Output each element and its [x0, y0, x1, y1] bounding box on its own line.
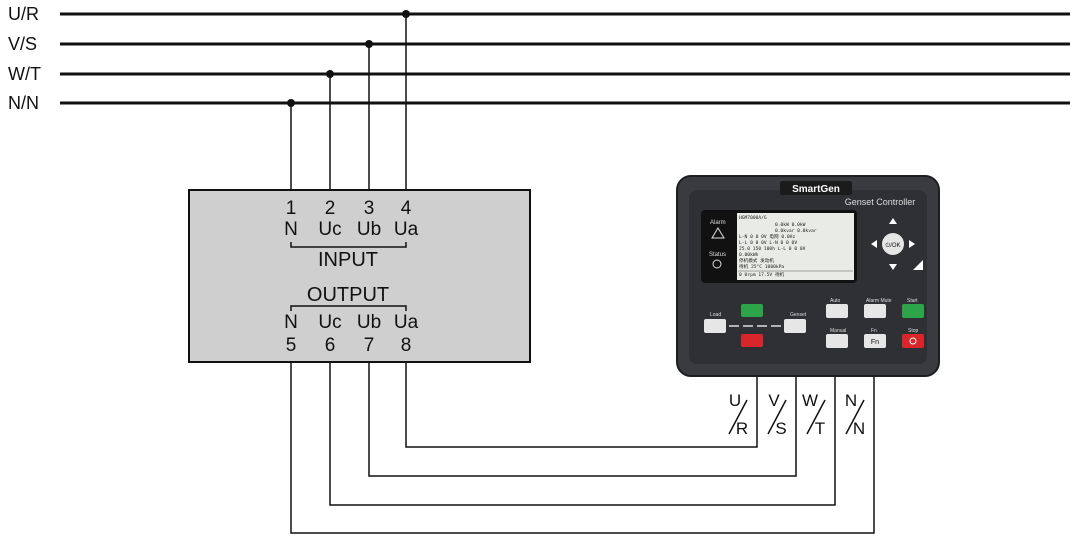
stop-icon [909, 337, 917, 345]
input-name-ua: Ua [394, 219, 419, 240]
pin-6: 6 [325, 335, 336, 356]
terminal-labels: U R V S W T N N [728, 391, 865, 438]
svg-text:N: N [853, 419, 865, 438]
svg-text:U: U [729, 391, 741, 410]
auto-label: Auto [830, 298, 841, 304]
terminal-vs: V S [767, 391, 787, 438]
svg-text:0.00kWh: 0.00kWh [739, 252, 759, 258]
status-label: Status [709, 252, 726, 258]
start-label: Start [907, 298, 918, 304]
terminal-nn: N N [845, 391, 865, 438]
bus-label-wt: W/T [8, 64, 41, 84]
bus-label-vs: V/S [8, 34, 37, 54]
input-bracket [290, 242, 407, 248]
output-name-ua: Ua [394, 312, 419, 333]
arrow-up-icon[interactable] [889, 218, 897, 224]
module-input-pins: 1 2 3 4 N Uc Ub Ua [284, 198, 418, 240]
input-name-uc: Uc [318, 219, 341, 240]
nav-keypad[interactable]: ⏻/OK [871, 218, 923, 270]
module-output-pins: N Uc Ub Ua 5 6 7 8 [284, 312, 418, 356]
load-button[interactable] [704, 319, 726, 333]
stop-button[interactable] [902, 334, 924, 348]
svg-text:N: N [845, 391, 857, 410]
terminal-wt: W T [802, 391, 826, 438]
genset-label: Genset [790, 312, 807, 318]
svg-text:25.0 150 100h L-L 0 0 0: 25.0 150 100h L-L 0 0 0V [739, 246, 806, 252]
svg-text:T: T [815, 419, 825, 438]
genset-button[interactable] [784, 319, 806, 333]
fn-key-label: Fn [871, 339, 879, 346]
auto-button[interactable] [826, 304, 848, 318]
svg-text:0.0kW 0.0kW: 0.0kW 0.0kW [775, 222, 806, 228]
output-name-uc: Uc [318, 312, 341, 333]
svg-text:V: V [768, 391, 780, 410]
manual-button[interactable] [826, 334, 848, 348]
manual-label: Manual [830, 328, 846, 334]
output-name-n: N [284, 312, 298, 333]
fn-label: Fn [871, 328, 877, 334]
lcd-lines: HGM7000A/G 0.0kW 0.0kW 0.0kvar 0.0kvar L… [739, 215, 817, 278]
open-breaker-button[interactable] [741, 334, 763, 347]
brand-plate [780, 181, 852, 195]
input-label: INPUT [318, 249, 378, 271]
pin-8: 8 [401, 335, 412, 356]
junction-dot-n [287, 99, 295, 107]
bus-lines [60, 12, 1070, 105]
module-box [188, 189, 531, 363]
pin-1: 1 [286, 198, 297, 219]
svg-text:L-N 0 0 0V 电网 0.0Hz: L-N 0 0 0V 电网 0.0Hz [739, 233, 795, 240]
pin-5: 5 [286, 335, 297, 356]
svg-text:R: R [736, 419, 748, 438]
output-label: OUTPUT [307, 284, 389, 306]
input-name-n: N [284, 219, 298, 240]
alarm-mute-label: Alarm Mute [866, 298, 892, 304]
svg-text:W: W [802, 391, 818, 410]
brand-logo: SmartGen [792, 184, 840, 195]
status-refresh-icon [712, 259, 722, 269]
svg-text:待机 25°C 1000kPa: 待机 25°C 1000kPa [739, 263, 784, 270]
svg-text:0.0kvar 0.0kvar: 0.0kvar 0.0kvar [775, 228, 817, 234]
output-name-ub: Ub [357, 312, 381, 333]
pin-3: 3 [364, 198, 375, 219]
bus-labels: U/R V/S W/T N/N [8, 4, 41, 113]
svg-text:S: S [775, 419, 786, 438]
lcd-screen [737, 213, 854, 280]
alarm-warning-icon [711, 227, 725, 239]
svg-text:L-L 0 0 0V L-N 0 0 0V: L-L 0 0 0V L-N 0 0 0V [739, 240, 797, 246]
ok-key-label: ⏻/OK [885, 242, 900, 249]
alarm-mute-button[interactable] [864, 304, 886, 318]
svg-text:HGM7000A/G: HGM7000A/G [739, 215, 767, 221]
arrow-down-icon[interactable] [889, 264, 897, 270]
junction-dots [287, 10, 410, 107]
junction-dot-u [402, 10, 410, 18]
bus-label-ur: U/R [8, 4, 39, 24]
pin-2: 2 [325, 198, 336, 219]
svg-text:0 0rpm 17.5V 待机: 0 0rpm 17.5V 待机 [739, 271, 785, 278]
arrow-right-icon[interactable] [909, 240, 915, 248]
bus-label-nn: N/N [8, 93, 39, 113]
arrow-left-icon[interactable] [871, 240, 877, 248]
input-drop-wires [290, 14, 407, 190]
output-bracket [290, 305, 407, 311]
svg-text:停机模式 发动机: 停机模式 发动机 [739, 257, 774, 264]
start-button[interactable] [902, 304, 924, 318]
junction-dot-v [365, 40, 373, 48]
input-name-ub: Ub [357, 219, 381, 240]
junction-dot-w [326, 70, 334, 78]
edit-icon[interactable] [913, 260, 923, 270]
genset-controller: SmartGen Genset Controller Alarm Status … [676, 175, 940, 377]
terminal-ur: U R [728, 391, 748, 438]
fn-button[interactable] [864, 334, 886, 348]
controller-title: Genset Controller [845, 197, 916, 207]
ok-button[interactable] [882, 233, 904, 255]
close-breaker-button[interactable] [741, 304, 763, 317]
alarm-label: Alarm [710, 220, 726, 226]
pin-7: 7 [364, 335, 375, 356]
stop-label: Stop [908, 328, 919, 334]
load-label: Load [710, 312, 721, 318]
pin-4: 4 [401, 198, 412, 219]
output-wires [290, 362, 875, 534]
